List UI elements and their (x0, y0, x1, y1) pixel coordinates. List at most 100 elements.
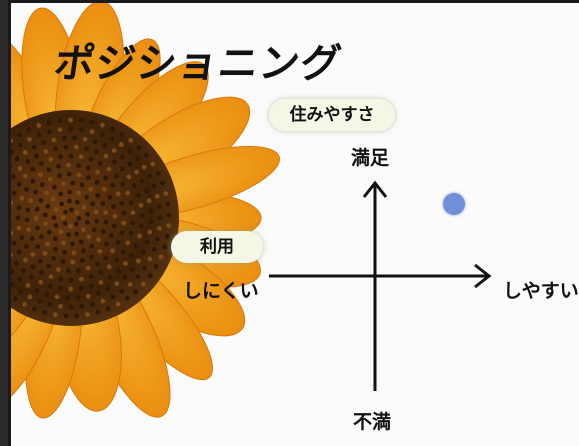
seed (155, 236, 160, 242)
seed (25, 282, 31, 288)
seed (143, 188, 149, 194)
seed (138, 202, 144, 208)
seed (163, 191, 169, 196)
seed (102, 143, 108, 148)
seed (57, 173, 62, 178)
seed (150, 161, 156, 167)
seed (142, 265, 147, 271)
seed (130, 220, 136, 226)
seed (13, 296, 18, 302)
seed (67, 189, 72, 195)
seed (80, 248, 86, 254)
seed (30, 166, 36, 172)
seed (68, 207, 74, 213)
seed (141, 164, 147, 170)
seed (58, 303, 63, 309)
seed (16, 249, 22, 255)
seed (41, 140, 47, 146)
seed (135, 156, 140, 162)
seed (110, 294, 116, 300)
seed (53, 246, 58, 252)
seed (115, 239, 121, 245)
seed (42, 310, 48, 315)
seed (79, 127, 84, 133)
seed (11, 190, 17, 196)
seed (108, 233, 114, 238)
seed (125, 240, 131, 246)
seed (44, 190, 50, 196)
seed (147, 173, 153, 179)
seed (68, 277, 74, 283)
seed (95, 290, 101, 296)
seed (11, 138, 13, 144)
seed (63, 144, 69, 150)
seed (58, 285, 63, 291)
seed (86, 234, 92, 240)
seed (18, 289, 24, 294)
seed (53, 146, 59, 152)
seed (81, 204, 87, 210)
seed (43, 149, 49, 155)
seed (119, 200, 125, 206)
seed (53, 223, 59, 228)
seed (32, 306, 37, 312)
seed (75, 199, 80, 205)
seed (125, 190, 131, 196)
seed (111, 204, 116, 209)
seed (80, 258, 85, 263)
seed (147, 256, 153, 262)
seed (85, 211, 91, 217)
seed (122, 274, 128, 280)
seed (136, 145, 142, 150)
seed (28, 198, 34, 203)
seed (11, 149, 15, 154)
seed (115, 301, 121, 307)
seed (76, 268, 81, 273)
seed (89, 119, 95, 125)
y-axis-name-label: 住みやすさ (269, 99, 395, 131)
seed (130, 210, 136, 216)
seed (88, 274, 94, 280)
seed (119, 131, 125, 137)
seed (107, 194, 113, 200)
seed (127, 282, 133, 287)
seed (76, 190, 81, 196)
seed (68, 126, 74, 132)
seed (98, 279, 104, 285)
seed (34, 288, 40, 293)
seed (111, 148, 117, 154)
seed (17, 166, 23, 171)
seed (105, 306, 111, 312)
seed (110, 248, 116, 254)
seed (39, 161, 44, 166)
seed (25, 159, 31, 165)
seed (11, 174, 16, 179)
seed (17, 276, 22, 282)
seed (24, 217, 30, 223)
seed (43, 221, 49, 227)
seed (84, 194, 90, 200)
seed (72, 135, 78, 141)
seed (26, 227, 31, 232)
seed (39, 270, 44, 275)
seed (46, 120, 52, 125)
seed (27, 294, 33, 300)
seed (85, 312, 90, 317)
seed (53, 207, 59, 213)
seed (39, 182, 45, 188)
sunflower-seeds (11, 117, 172, 319)
seed (63, 313, 69, 319)
seed (164, 233, 170, 239)
seed (120, 249, 126, 255)
seed (47, 283, 53, 289)
seed (103, 175, 109, 181)
seed (66, 171, 72, 177)
seed (37, 298, 43, 304)
seed (88, 156, 94, 162)
seed (156, 204, 162, 210)
seed (46, 167, 52, 173)
seed (97, 248, 103, 254)
seed (114, 281, 120, 287)
seed (13, 260, 19, 266)
seed (68, 304, 74, 310)
